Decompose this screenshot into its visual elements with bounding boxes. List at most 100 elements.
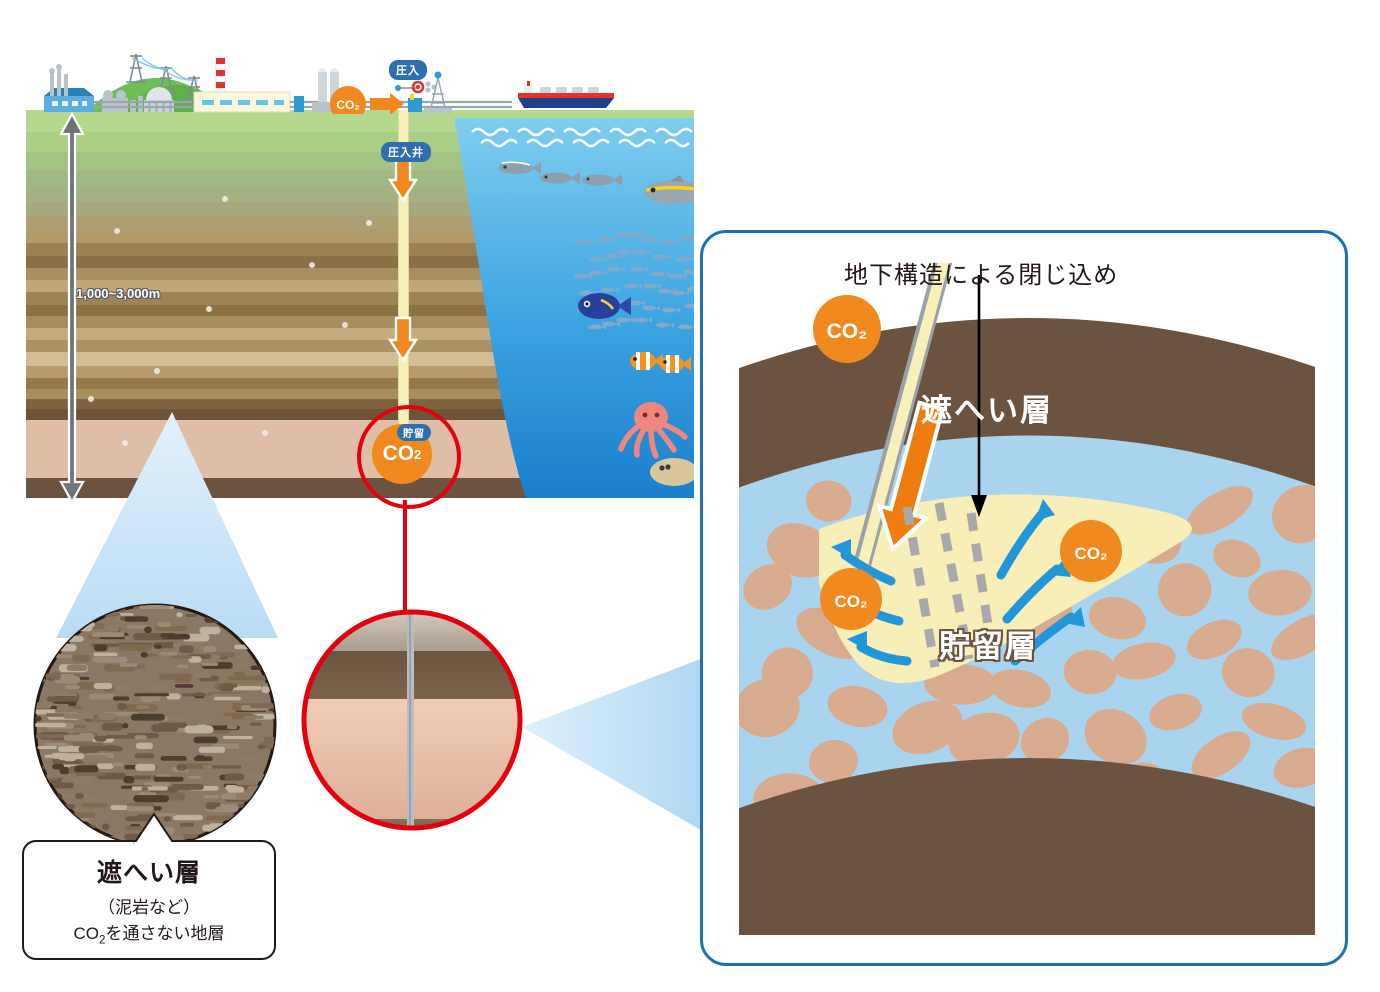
- mudstone-grain: [153, 694, 161, 702]
- mudstone-grain: [236, 815, 266, 823]
- mudstone-grain: [194, 605, 209, 612]
- svg-text:CO₂: CO₂: [834, 592, 867, 611]
- mudstone-grain: [277, 754, 280, 758]
- octopus: [618, 402, 688, 459]
- mudstone-grain: [124, 616, 149, 622]
- mudstone-grain: [277, 762, 280, 769]
- mudstone-grain: [35, 804, 55, 810]
- mudstone-grain: [53, 782, 74, 789]
- mudstone-grain: [269, 834, 275, 839]
- mudstone-grain: [74, 765, 99, 773]
- mudstone-grain: [154, 644, 162, 649]
- mudstone-grain: [193, 736, 219, 744]
- caption-co2-suffix: を通さない地層: [105, 924, 225, 944]
- mudstone-grain: [112, 696, 130, 701]
- mudstone-grain: [154, 625, 187, 631]
- school-fish: [603, 253, 622, 259]
- mudstone-grain: [151, 724, 179, 732]
- mudstone-grain: [234, 814, 245, 821]
- mudstone-grain: [219, 683, 234, 692]
- mudstone-grain: [135, 763, 156, 771]
- mudstone-grain: [176, 764, 187, 771]
- strata-pebble: [122, 440, 128, 446]
- flatfish: [650, 458, 694, 486]
- co2-pipeline-icon: [330, 86, 366, 114]
- cross-section-diagram: [26, 110, 694, 498]
- school-fish: [670, 290, 689, 296]
- mudstone-grain: [90, 832, 102, 839]
- strata-pebble: [154, 368, 160, 374]
- mudstone-grain: [172, 814, 203, 821]
- school-fish: [659, 239, 678, 245]
- mudstone-grain: [140, 694, 155, 703]
- mudstone-grain: [277, 697, 280, 701]
- mudstone-grain: [44, 742, 68, 747]
- mudstone-grain: [75, 772, 106, 776]
- svg-text:CO₂: CO₂: [1074, 544, 1107, 563]
- mudstone-grain: [266, 813, 273, 820]
- mudstone-grain: [134, 735, 147, 740]
- strata-layer: [26, 409, 694, 420]
- mudstone-grain: [249, 742, 259, 747]
- mudstone-grain: [88, 795, 101, 803]
- mudstone-grain: [178, 645, 194, 654]
- mudstone-grain: [112, 762, 123, 767]
- mudstone-grain: [223, 712, 252, 717]
- mudstone-grain: [72, 826, 91, 832]
- school-fish: [682, 269, 694, 275]
- mudstone-grain: [134, 753, 155, 759]
- mudstone-grain: [250, 665, 275, 670]
- mudstone-grain: [92, 632, 125, 637]
- mudstone-grain: [267, 805, 275, 810]
- mudstone-grain: [203, 645, 216, 653]
- mudstone-grain: [123, 776, 135, 784]
- mudstone-grain: [279, 817, 280, 823]
- mudstone-grain: [278, 832, 280, 840]
- mudstone-grain: [133, 775, 152, 780]
- mudstone-grain: [58, 605, 80, 610]
- school-fish: [650, 271, 669, 277]
- reservoir-rock-grain: [743, 564, 793, 610]
- reservoir-rock-grain: [1088, 597, 1146, 640]
- school-fish: [606, 266, 625, 272]
- mudstone-grain: [106, 625, 120, 632]
- mudstone-grain: [94, 735, 107, 742]
- down-arrow-lower: [388, 316, 418, 363]
- reservoir-rock-grain: [924, 663, 998, 705]
- mudstone-grain: [246, 632, 275, 638]
- mudstone-grain: [166, 693, 181, 700]
- injection-well-pipe: [398, 110, 409, 460]
- mudstone-grain: [72, 705, 82, 709]
- mudstone-grain: [93, 652, 118, 657]
- caption-co2-sub: 2: [99, 934, 106, 947]
- mudstone-grain: [186, 614, 197, 617]
- school-fish: [596, 236, 615, 242]
- mudstone-grain: [227, 786, 245, 794]
- school-fish: [677, 324, 694, 330]
- mudstone-grain: [108, 722, 118, 727]
- panel-title: 地下構造による閉じ込め: [844, 262, 1119, 289]
- mudstone-grain: [62, 815, 73, 822]
- mudstone-grain: [234, 672, 245, 676]
- strata-layer: [26, 305, 694, 316]
- sea-water: [454, 118, 694, 498]
- mudstone-grain: [89, 605, 122, 610]
- strata-layer: [26, 389, 694, 399]
- mudstone-grain: [171, 784, 204, 790]
- seal-layer-label: 遮へい層: [921, 393, 1053, 428]
- school-fish: [652, 254, 671, 260]
- down-arrow-upper: [388, 156, 418, 203]
- mudstone-grain: [66, 664, 88, 671]
- mudstone-grain: [254, 612, 264, 620]
- mudstone-grain: [203, 795, 219, 799]
- mudstone-grain: [227, 725, 237, 730]
- reservoir-rock-grain: [1248, 569, 1312, 616]
- reservoir-rock-grain: [1020, 717, 1070, 764]
- strata-pebble: [342, 322, 348, 328]
- mudstone-grain: [184, 725, 214, 734]
- mudstone-grain: [263, 736, 275, 743]
- mudstone-grain: [214, 616, 233, 624]
- mudstone-grain: [59, 823, 90, 830]
- mudstone-grain: [274, 635, 275, 640]
- mudstone-grain: [42, 624, 76, 631]
